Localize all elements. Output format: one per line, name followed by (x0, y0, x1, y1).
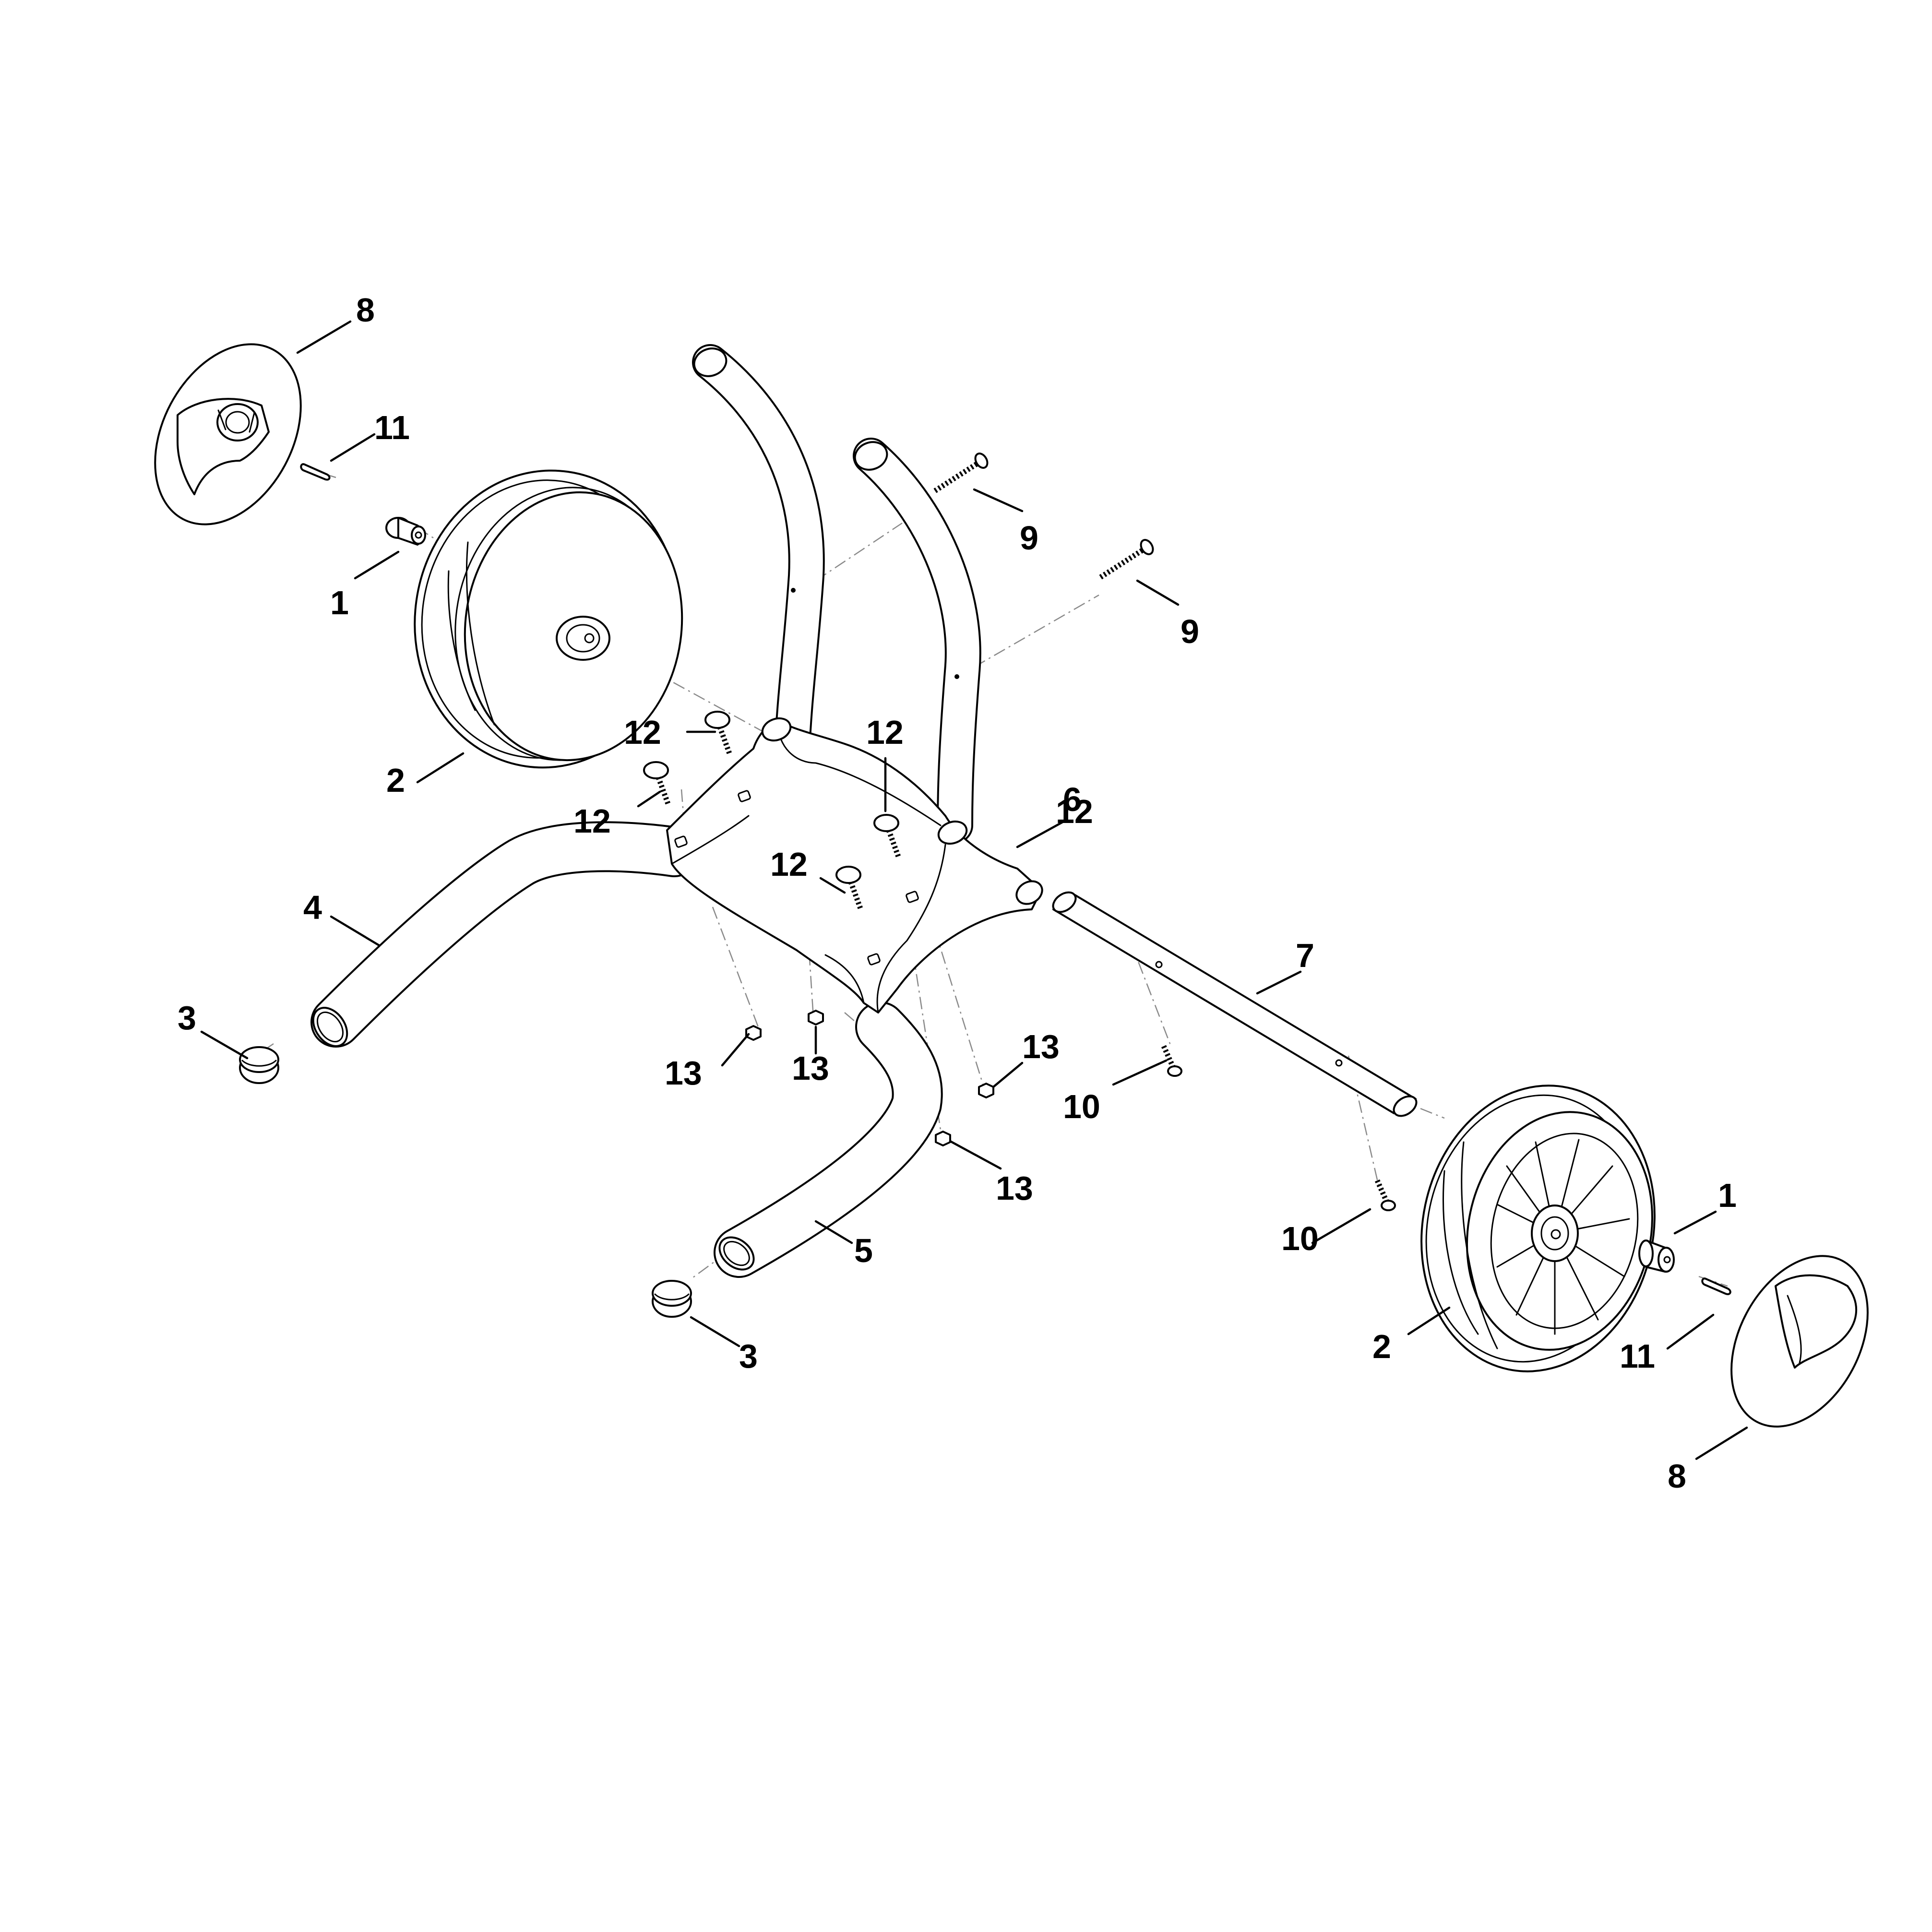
callout-label: 8 (356, 291, 375, 329)
callout-label: 13 (665, 1054, 702, 1092)
axle-tube (1052, 891, 1418, 1117)
callout-label: 13 (1022, 1028, 1060, 1065)
endcap-rear (652, 1280, 692, 1318)
nut-13c (978, 1083, 994, 1098)
callout-label: 1 (330, 584, 349, 621)
callout-label: 3 (178, 999, 196, 1037)
bolt-12c (873, 814, 901, 858)
front-leg-tube (310, 821, 700, 1048)
wheel-upper-left (414, 469, 683, 769)
callout-label: 9 (1181, 613, 1199, 650)
upright-handle-left (692, 344, 825, 776)
callout-label: 8 (1668, 1457, 1686, 1495)
bushing-upper-left (385, 517, 426, 546)
callout-label: 12 (573, 802, 611, 840)
hubcap-lower-right (1730, 1255, 1869, 1428)
nut-13d (935, 1131, 951, 1146)
callout-label: 4 (303, 889, 322, 926)
wheel-lower-right (1420, 1085, 1656, 1372)
endcap-front (239, 1046, 279, 1084)
pin-lower-right (1701, 1277, 1731, 1295)
callout-label: 9 (1020, 519, 1038, 557)
callout-label: 1 (1718, 1177, 1737, 1214)
screws (932, 453, 1396, 1211)
callout-label: 2 (386, 762, 405, 799)
hubcap-upper-left (154, 343, 302, 525)
callout-label: 10 (1281, 1220, 1319, 1257)
callout-label: 12 (770, 846, 808, 883)
frame-bracket (666, 717, 1043, 1014)
screw-9a (932, 453, 989, 494)
bolt-12b (643, 761, 671, 805)
bolt-12a (704, 711, 732, 754)
callout-label: 12 (866, 714, 904, 751)
bushing-lower-right (1638, 1240, 1675, 1273)
screw-9b (1097, 539, 1154, 581)
callout-label: 12 (1056, 793, 1093, 830)
callout-labels: 8 11 1 2 9 9 12 12 12 12 12 6 4 3 13 13 … (178, 291, 1737, 1495)
carriage-bolts (643, 711, 901, 909)
screw-10a (1161, 1045, 1182, 1077)
callout-label: 6 (1063, 781, 1082, 818)
callout-label: 2 (1372, 1328, 1391, 1365)
hex-nuts (745, 1010, 994, 1146)
callout-label: 5 (854, 1232, 873, 1269)
callout-label: 10 (1063, 1088, 1100, 1125)
callout-label: 7 (1296, 937, 1314, 974)
callout-label: 3 (739, 1337, 758, 1375)
callout-label: 12 (624, 714, 661, 751)
upright-handle-right (853, 438, 981, 844)
nut-13b (808, 1010, 824, 1026)
callout-label: 13 (792, 1049, 829, 1087)
screw-10b (1374, 1179, 1396, 1211)
callout-label: 11 (374, 409, 410, 446)
bolt-12d (835, 866, 863, 909)
pin-upper-left (300, 463, 331, 481)
callout-label: 11 (1620, 1337, 1655, 1375)
callout-label: 13 (996, 1169, 1033, 1207)
rear-leg-tube (714, 1002, 943, 1278)
leader-lines (200, 320, 1748, 1460)
nut-13a (745, 1025, 762, 1041)
